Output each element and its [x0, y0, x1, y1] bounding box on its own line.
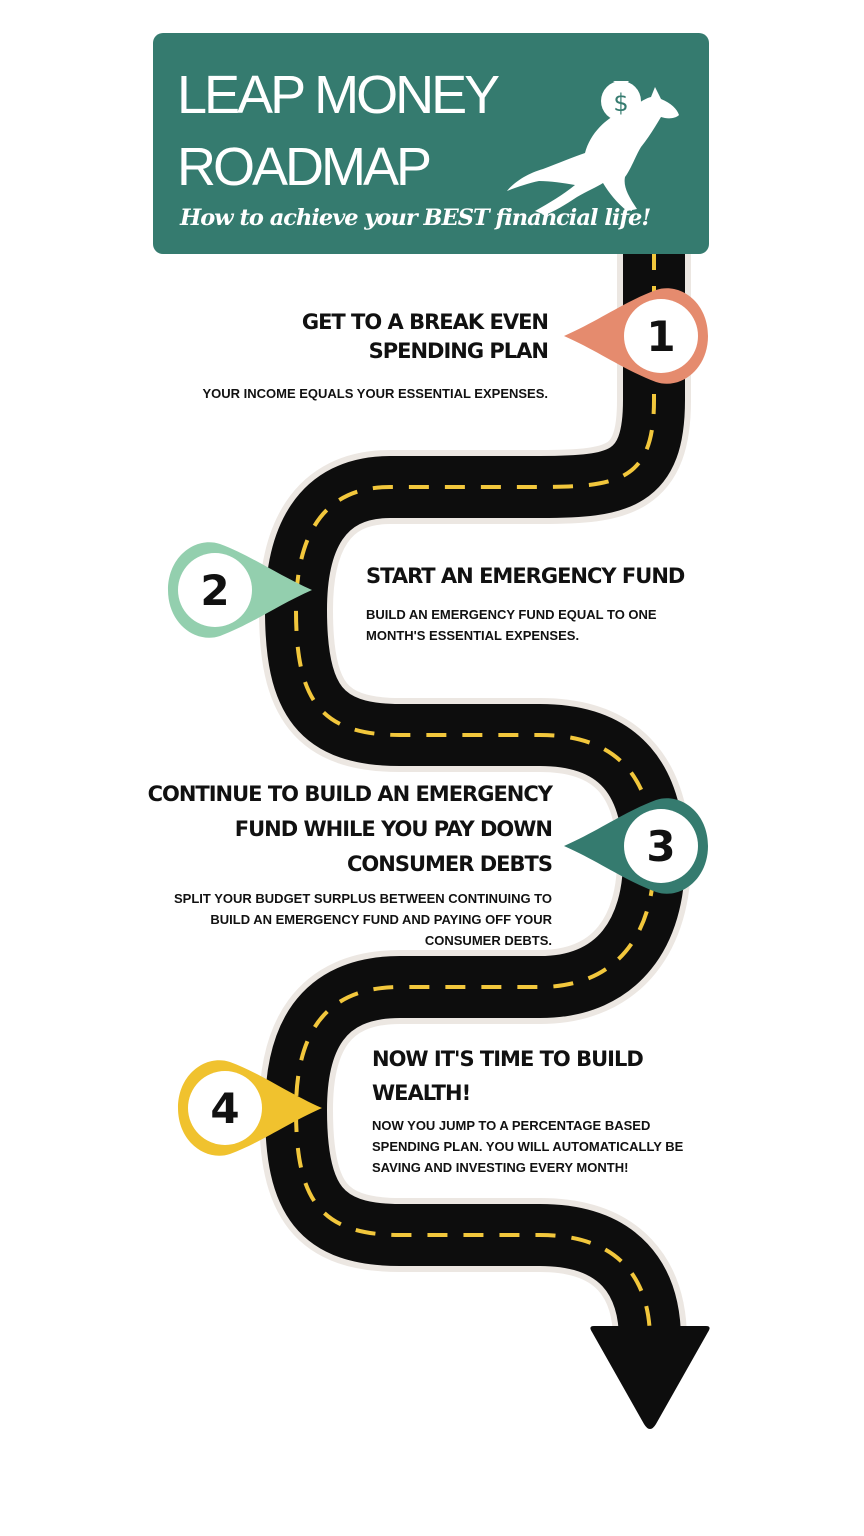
- step-1-number: 1: [646, 312, 675, 361]
- step-1-marker: 1: [564, 288, 708, 384]
- step-3-number: 3: [646, 822, 675, 871]
- step-2-number: 2: [200, 566, 229, 615]
- step-1-title: GET TO A BREAK EVEN SPENDING PLAN: [301, 310, 549, 363]
- money-bag-dollar-sign: $: [613, 89, 628, 117]
- step-2-description: BUILD AN EMERGENCY FUND EQUAL TO ONE MON…: [366, 607, 657, 643]
- step-4-number: 4: [210, 1084, 239, 1133]
- step-4-description: NOW YOU JUMP TO A PERCENTAGE BASED SPEND…: [372, 1118, 684, 1175]
- step-2-title: START AN EMERGENCY FUND: [366, 564, 685, 588]
- down-arrow-icon: [590, 1326, 710, 1429]
- roadmap-title-line-1: LEAP MONEY: [177, 65, 500, 125]
- step-3-description: SPLIT YOUR BUDGET SURPLUS BETWEEN CONTIN…: [174, 891, 552, 948]
- step-2-marker: 2: [168, 542, 312, 638]
- step-4-title: NOW IT'S TIME TO BUILD WEALTH!: [372, 1047, 644, 1105]
- step-3-title: CONTINUE TO BUILD AN EMERGENCY FUND WHIL…: [147, 782, 553, 876]
- step-4-marker: 4: [178, 1060, 322, 1156]
- roadmap-subtitle: How to achieve your BEST financial life!: [180, 205, 651, 231]
- roadmap-header-banner: LEAP MONEY ROADMAP How to achieve your B…: [153, 33, 709, 254]
- step-3-marker: 3: [564, 798, 708, 894]
- kangaroo-with-money-bag-icon: $: [507, 81, 679, 215]
- roadmap-title-line-2: ROADMAP: [177, 137, 432, 197]
- step-1-description: YOUR INCOME EQUALS YOUR ESSENTIAL EXPENS…: [202, 386, 548, 401]
